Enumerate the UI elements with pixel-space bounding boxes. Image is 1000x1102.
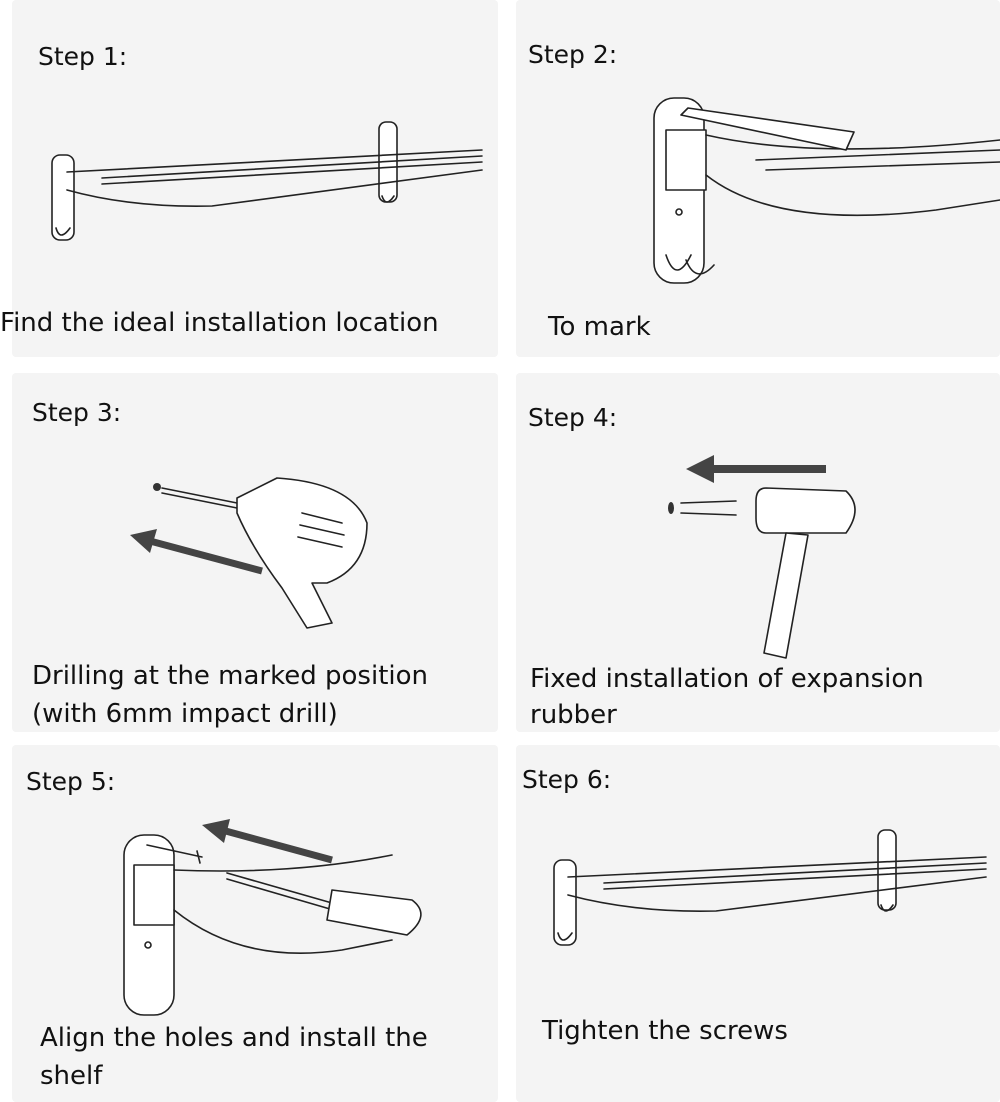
screwdriver-illustration — [123, 819, 422, 1016]
step-4-caption-line-2: rubber — [530, 700, 617, 730]
step-3-caption-line-1: Drilling at the marked position — [32, 661, 429, 691]
step-4-panel: Step 4: Fixed installation of expansion … — [516, 373, 1000, 732]
step-3-caption-line-2: (with 6mm impact drill) — [32, 699, 338, 729]
drill-illustration — [130, 477, 368, 629]
step-3-title: Step 3: — [32, 398, 122, 427]
step-6-panel: Step 6: Tighten the screws — [516, 745, 1000, 1102]
arrow-left-icon — [686, 455, 714, 483]
installed-rack-illustration — [553, 829, 987, 946]
step-2-caption: To mark — [548, 312, 651, 342]
arrow-left-icon — [202, 819, 230, 843]
arrow-left-icon — [130, 529, 157, 553]
step-1-panel: Step 1: Find the ideal installation loca… — [0, 0, 498, 357]
step-1-caption: Find the ideal installation location — [0, 308, 439, 338]
step-6-title: Step 6: — [522, 765, 612, 794]
marking-illustration — [653, 97, 1000, 284]
step-5-caption-line-1: Align the holes and install the — [40, 1023, 428, 1053]
hammer-illustration — [668, 455, 856, 659]
step-2-title: Step 2: — [528, 40, 618, 69]
step-4-title: Step 4: — [528, 403, 618, 432]
step-4-caption-line-1: Fixed installation of expansion — [530, 664, 924, 694]
step-6-caption: Tighten the screws — [542, 1016, 788, 1046]
step-1-title: Step 1: — [38, 42, 128, 71]
step-2-panel: Step 2: To mark — [516, 0, 1000, 357]
towel-rack-illustration — [51, 121, 483, 241]
step-5-title: Step 5: — [26, 767, 116, 796]
step-5-caption-line-2: shelf — [40, 1061, 103, 1091]
step-3-panel: Step 3: Drilling at the marked position … — [12, 373, 498, 732]
step-5-panel: Step 5: Align the holes and install the … — [12, 745, 498, 1102]
